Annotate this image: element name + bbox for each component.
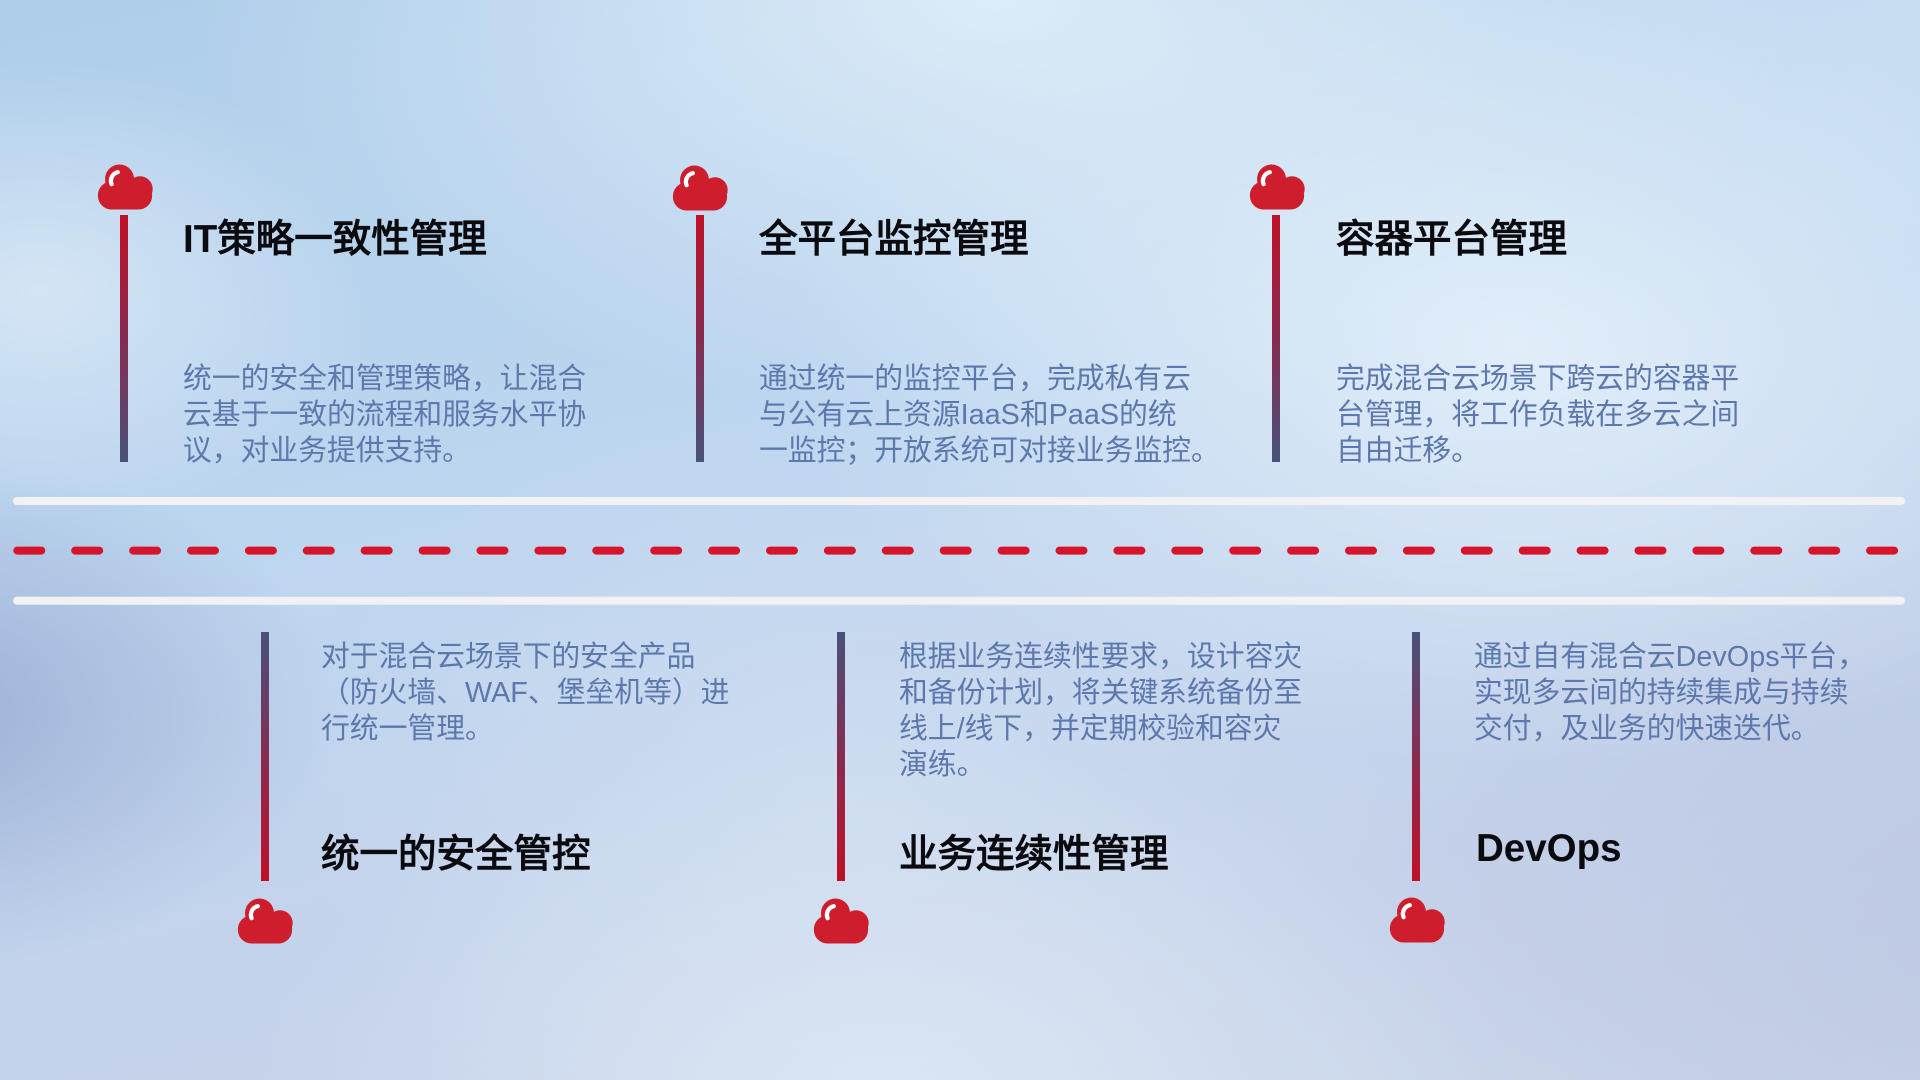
timeline-separator-lines: [13, 497, 1920, 605]
